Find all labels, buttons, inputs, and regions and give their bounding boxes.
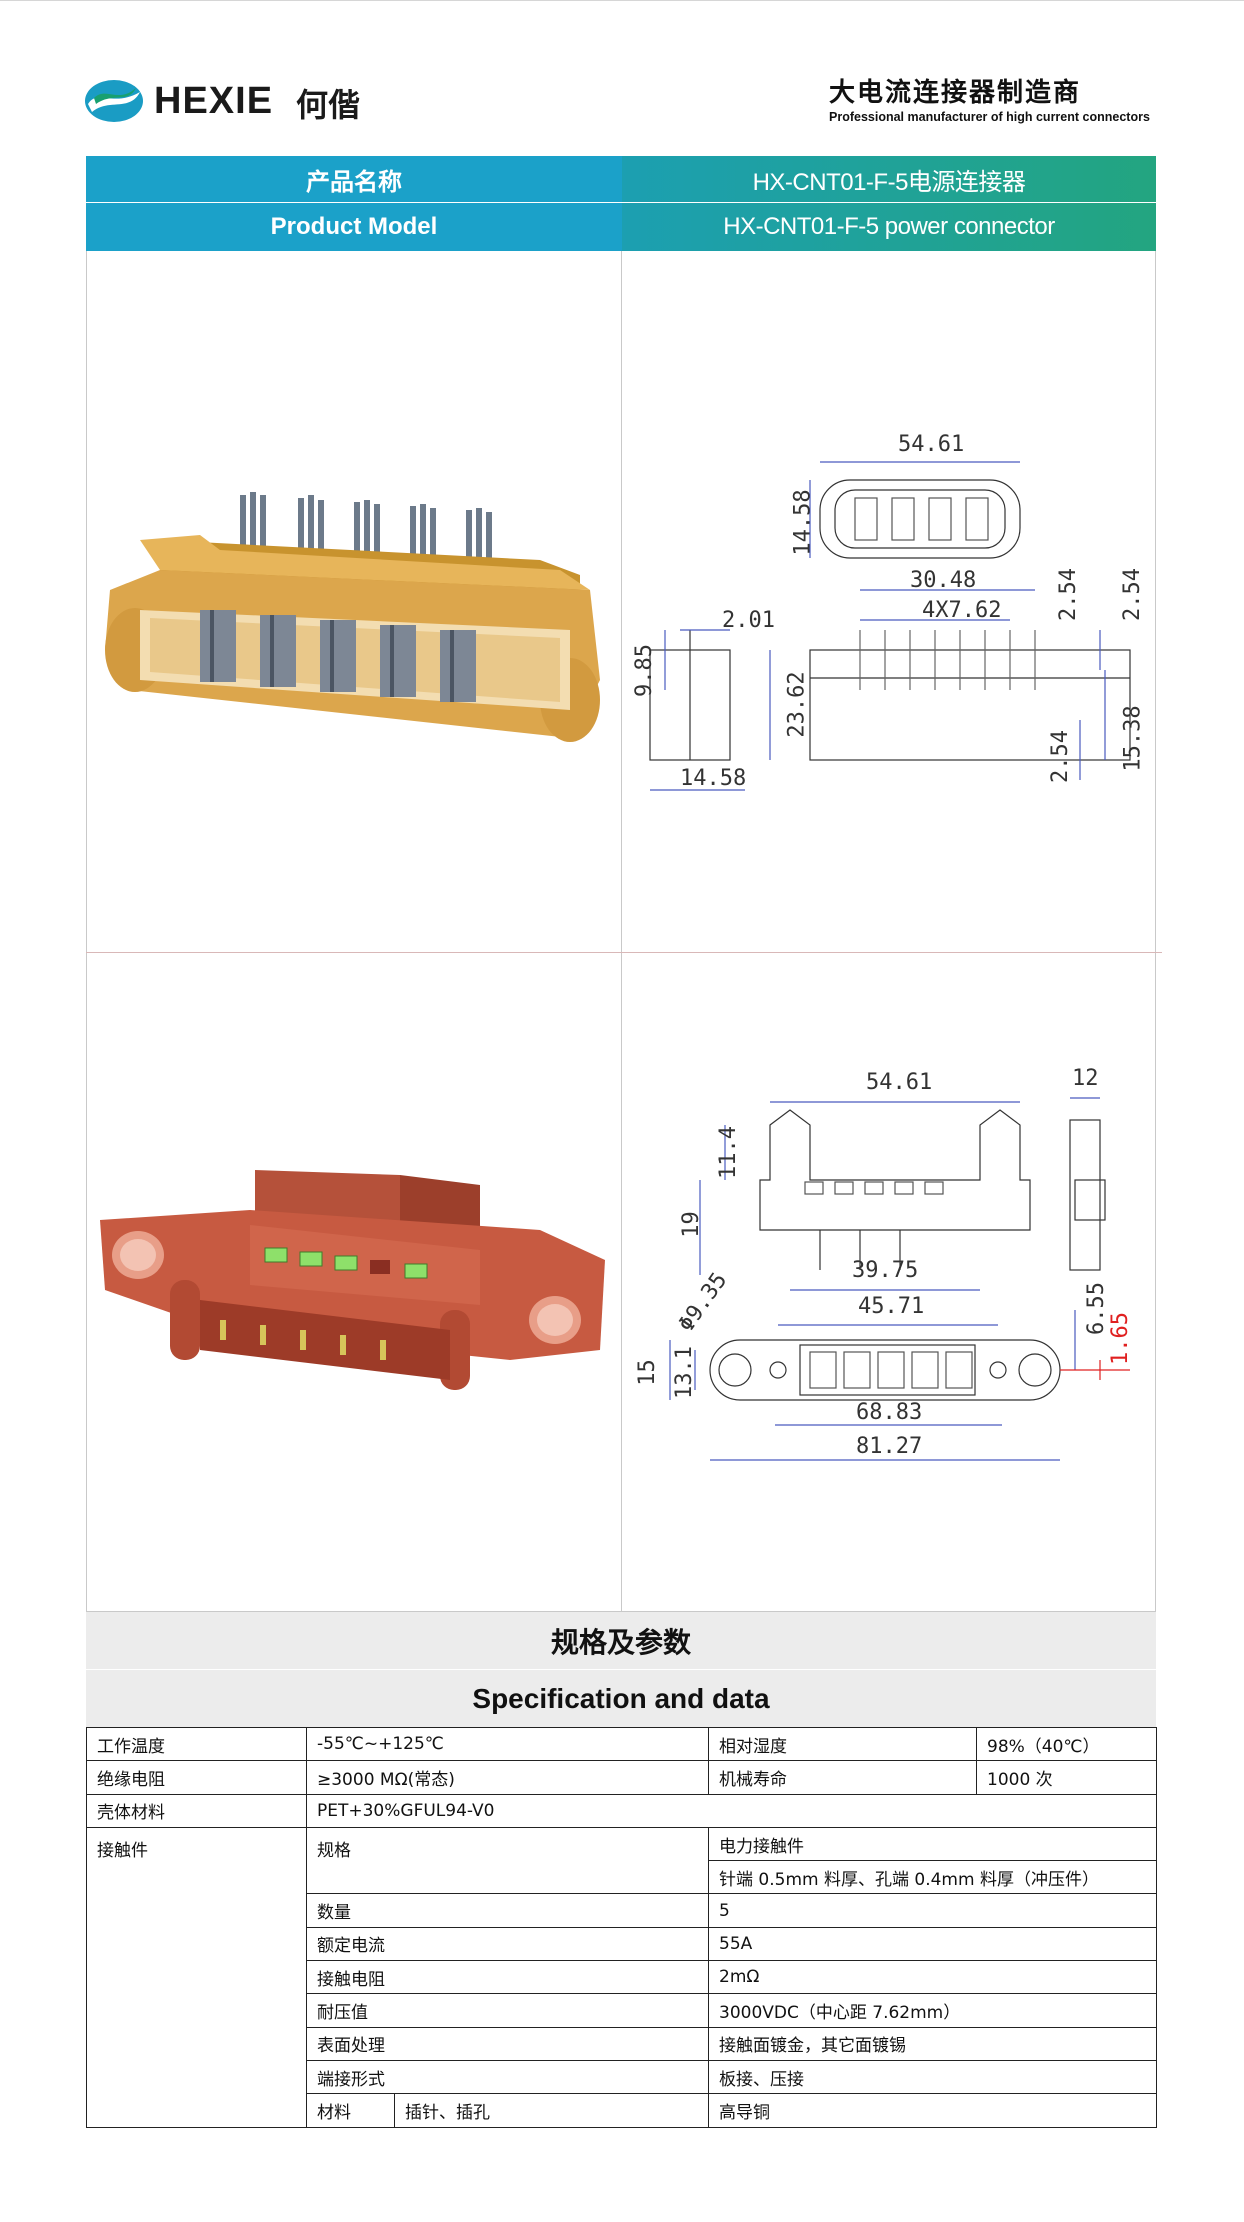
dim-label: 68.83 xyxy=(856,1400,923,1425)
dim-label: 2.54 xyxy=(1119,568,1145,621)
dim-label: 2.01 xyxy=(722,608,775,633)
dim-label: 6.55 xyxy=(1083,1282,1109,1335)
product-name-label: 产品名称 xyxy=(86,156,622,202)
product-model-label: Product Model xyxy=(86,203,622,251)
spec-sublabel: 接触电阻 xyxy=(305,1960,710,1995)
dim-label: 9.85 xyxy=(631,644,657,697)
spec-label: 绝缘电阻 xyxy=(86,1760,307,1795)
spec-value: 接触面镀金，其它面镀锡 xyxy=(708,2026,1158,2061)
spec-label: 接触件 xyxy=(86,1826,307,2128)
table-row: 绝缘电阻 ≥3000 MΩ(常态) 机械寿命 1000 次 xyxy=(86,1760,1158,1795)
spec-title-en: Specification and data xyxy=(86,1670,1156,1728)
table-row: 耐压值 3000VDC（中心距 7.62mm） xyxy=(87,1993,1158,2028)
spec-label: 相对湿度 xyxy=(708,1726,978,1762)
dim-label: 54.61 xyxy=(866,1070,933,1095)
dim-label: 1.65 xyxy=(1107,1312,1133,1365)
table-row: 表面处理 接触面镀金，其它面镀锡 xyxy=(87,2026,1158,2061)
top-rule xyxy=(0,0,1244,1)
spec-label: 工作温度 xyxy=(86,1726,307,1762)
dim-label: 14.58 xyxy=(790,489,816,556)
spec-value: 电力接触件 xyxy=(708,1826,1158,1862)
technical-drawing-top: 54.61 14.58 30.48 4X7.62 2.54 2.54 2.01 … xyxy=(630,430,1150,810)
spec-sublabel: 表面处理 xyxy=(305,2026,710,2061)
spec-sublabel: 数量 xyxy=(305,1893,710,1928)
spec-value: 高导铜 xyxy=(708,2093,1158,2128)
spec-sublabel: 插针、插孔 xyxy=(393,2093,710,2128)
dim-label: 54.61 xyxy=(898,432,965,457)
table-row: 材料 插针、插孔 高导铜 xyxy=(87,2093,1158,2128)
spec-title-cn: 规格及参数 xyxy=(86,1611,1156,1670)
grid-line xyxy=(621,251,622,1611)
tagline-cn: 大电流连接器制造商 xyxy=(829,78,1082,108)
spec-value: 55A xyxy=(708,1926,1158,1962)
spec-value: 针端 0.5mm 料厚、孔端 0.4mm 料厚（冲压件） xyxy=(708,1860,1158,1895)
spec-sublabel: 材料 xyxy=(306,2093,395,2128)
spec-value: 3000VDC（中心距 7.62mm） xyxy=(708,1993,1158,2028)
dim-label: 12 xyxy=(1072,1066,1099,1091)
spec-value: 板接、压接 xyxy=(708,2059,1158,2095)
spec-value: 5 xyxy=(708,1893,1158,1928)
dim-label: 19 xyxy=(678,1211,704,1238)
spec-value: 1000 次 xyxy=(976,1760,1158,1795)
dim-label: Φ9.35 xyxy=(673,1268,733,1337)
technical-drawing-bottom: 54.61 12 11.4 19 39.75 45.71 6.55 1.65 Φ… xyxy=(630,1060,1150,1480)
connector-render-top xyxy=(100,480,610,755)
table-row: 针端 0.5mm 料厚、孔端 0.4mm 料厚（冲压件） xyxy=(87,1860,1158,1895)
spec-sublabel: 耐压值 xyxy=(305,1993,710,2028)
hexie-logo-icon xyxy=(85,80,143,122)
brand-logo: HEXIE 何偕 xyxy=(84,76,404,126)
dim-label: 2.54 xyxy=(1047,730,1073,783)
dim-label: 11.4 xyxy=(715,1126,741,1179)
product-name-value: HX-CNT01-F-5电源连接器 xyxy=(622,156,1156,202)
spec-value: PET+30%GFUL94-V0 xyxy=(305,1793,1158,1828)
spec-value: 98%（40℃） xyxy=(976,1726,1158,1762)
brand-name-en: HEXIE xyxy=(154,80,274,122)
grid-line xyxy=(86,952,1162,953)
tagline-en: Professional manufacturer of high curren… xyxy=(829,110,1150,124)
product-model-value: HX-CNT01-F-5 power connector xyxy=(622,203,1156,251)
spec-divider xyxy=(86,1669,1156,1670)
table-row: 数量 5 xyxy=(87,1893,1158,1928)
spec-sublabel: 规格 xyxy=(305,1826,710,1895)
grid-line xyxy=(1155,251,1156,1611)
dim-label: 23.62 xyxy=(784,671,810,738)
dim-label: 13.1 xyxy=(671,1346,697,1399)
brand-name-cn: 何偕 xyxy=(296,86,361,124)
spec-value: 2mΩ xyxy=(708,1960,1158,1995)
spec-sublabel: 额定电流 xyxy=(305,1926,710,1962)
grid-line xyxy=(86,251,87,1611)
dim-label: 45.71 xyxy=(858,1294,925,1319)
spec-table: 工作温度 -55℃~+125℃ 相对湿度 98%（40℃） 绝缘电阻 ≥3000… xyxy=(86,1726,1158,2128)
connector-render-bottom xyxy=(100,1160,610,1400)
dim-label: 15 xyxy=(634,1359,660,1386)
dim-label: 81.27 xyxy=(856,1434,923,1459)
table-row: 额定电流 55A xyxy=(87,1926,1158,1962)
spec-value: -55℃~+125℃ xyxy=(305,1726,710,1762)
dim-label: 14.58 xyxy=(680,766,747,791)
table-row: 壳体材料 PET+30%GFUL94-V0 xyxy=(86,1793,1158,1828)
table-row: 端接形式 板接、压接 xyxy=(87,2059,1158,2095)
dim-label: 2.54 xyxy=(1055,568,1081,621)
spec-sublabel: 端接形式 xyxy=(305,2059,710,2095)
spec-label: 壳体材料 xyxy=(86,1793,307,1828)
bar-divider xyxy=(86,202,1156,203)
dim-label: 4X7.62 xyxy=(922,598,1002,623)
spec-label: 机械寿命 xyxy=(708,1760,978,1795)
dim-label: 39.75 xyxy=(852,1258,919,1283)
table-row: 工作温度 -55℃~+125℃ 相对湿度 98%（40℃） xyxy=(86,1726,1158,1762)
spec-value: ≥3000 MΩ(常态) xyxy=(305,1760,710,1795)
dim-label: 30.48 xyxy=(910,568,977,593)
dim-label: 15.38 xyxy=(1120,705,1146,772)
table-row: 接触件 规格 电力接触件 xyxy=(86,1826,1158,2128)
